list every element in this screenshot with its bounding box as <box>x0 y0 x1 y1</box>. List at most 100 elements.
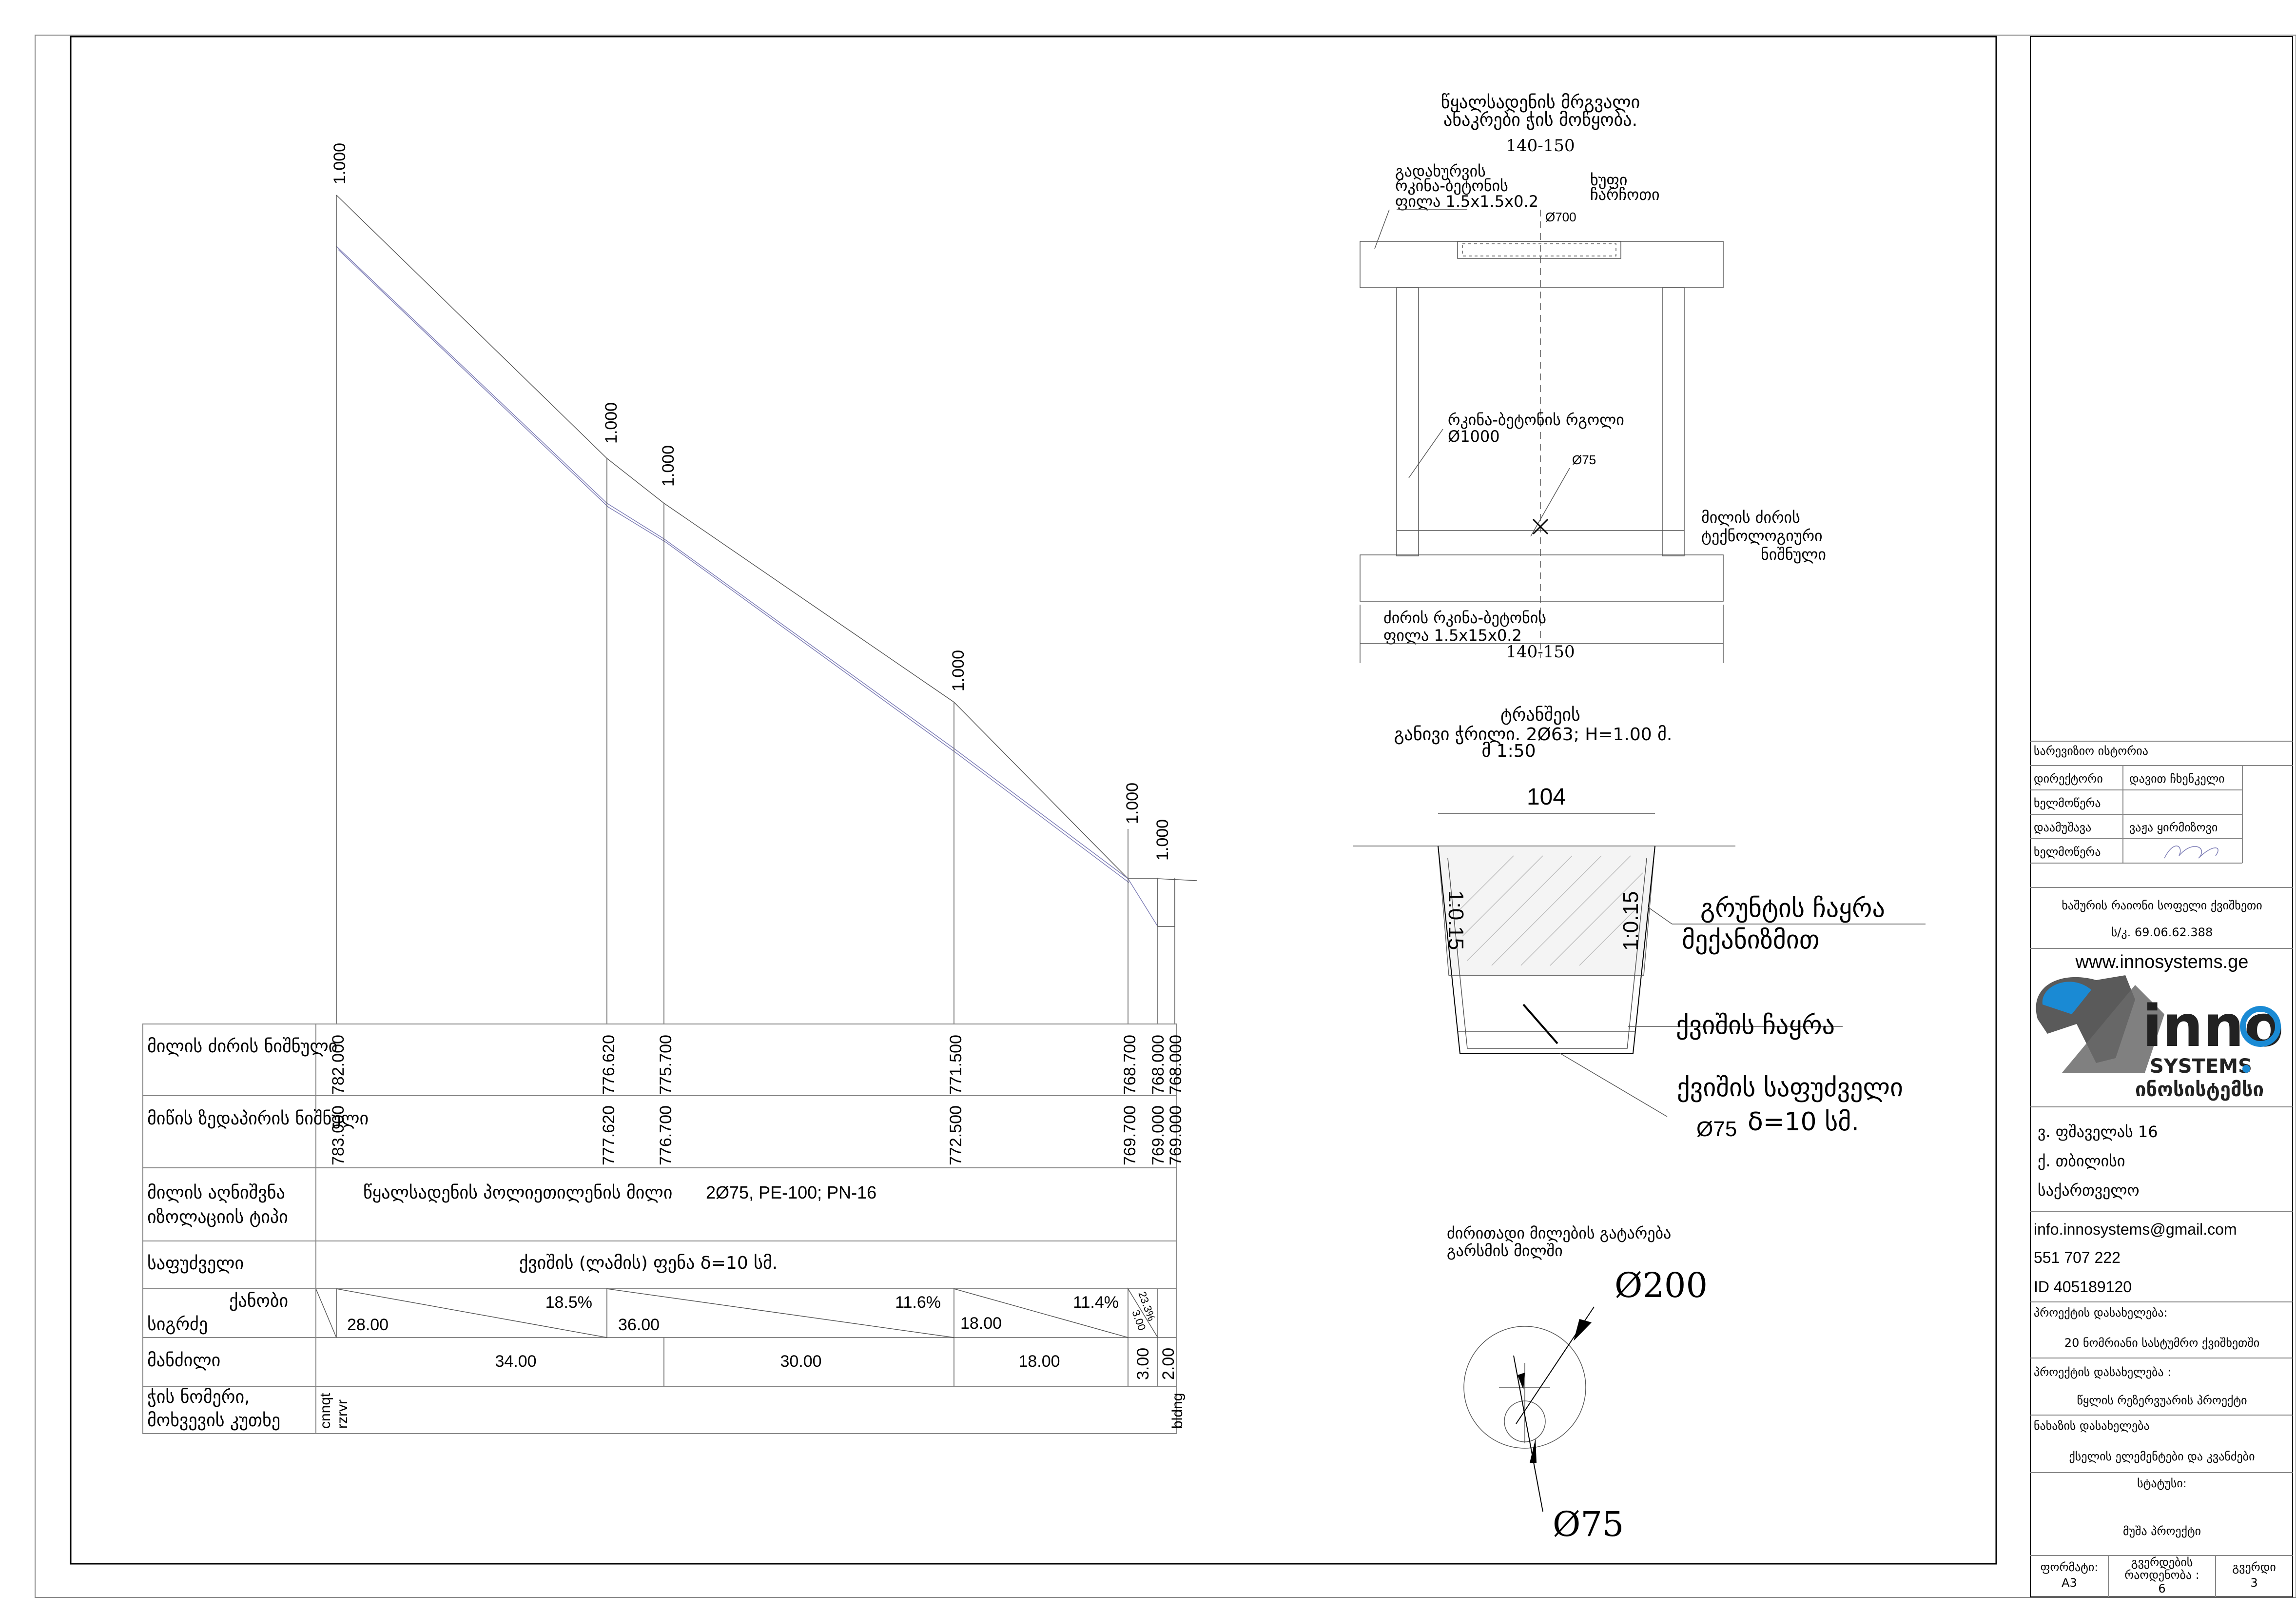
logo-dot <box>2242 1065 2250 1073</box>
slope-left: 1:0.15 <box>1444 890 1468 950</box>
logo-o <box>2240 1006 2281 1047</box>
slope-diagram <box>336 1287 1158 1338</box>
distance-value: 18.00 <box>1018 1352 1060 1371</box>
ring-wall-left <box>1396 287 1419 556</box>
hatch-stroke <box>1579 906 1638 966</box>
ground-value: 776.700 <box>657 1105 675 1165</box>
bottom-label-3: ნიშნული <box>1761 545 1826 564</box>
trench-title-2: განივი ჭრილი. 2Ø63; H=1.00 მ. <box>1394 725 1673 745</box>
slope-diagonal <box>315 1288 337 1338</box>
casing-outer-dia: Ø200 <box>1615 1265 1708 1305</box>
row-label-line: მილის ძირის ნიშნული <box>147 1037 337 1057</box>
sand-delta: δ=10 სმ. <box>1748 1107 1859 1137</box>
slope-len: 28.00 <box>347 1316 389 1334</box>
sheets-label-2: რაოდენობა : <box>2124 1568 2199 1582</box>
hatch-stroke <box>1520 855 1631 966</box>
row-label-distance: მანძილი <box>147 1351 220 1371</box>
project-label-1: პროექტის დასახელება: <box>2034 1306 2168 1319</box>
logo-arrow <box>2062 985 2164 1073</box>
leader-line <box>1408 429 1443 478</box>
leader-line <box>1559 1053 1668 1117</box>
pipe-bottom-value: 775.700 <box>657 1035 675 1095</box>
sand-base-label: ქვიშის საფუძველი <box>1677 1073 1903 1102</box>
base-label-1: ძირის რკინა-ბეტონის <box>1383 609 1546 627</box>
director-name: დავით ჩხენკელი <box>2129 772 2225 786</box>
dim-arrow <box>1530 1438 1537 1463</box>
trench-outline <box>1438 846 1655 1054</box>
signature <box>2164 846 2218 859</box>
format-label: ფორმატი: <box>2041 1560 2099 1574</box>
bottom-slab <box>1360 554 1724 602</box>
row-label-pipe-desc-1: მილის აღნიშვნა <box>147 1183 285 1203</box>
dim-leader <box>1513 1355 1543 1512</box>
drawing-label: ნახაზის დასახელება <box>2034 1419 2150 1433</box>
ground-value: 777.620 <box>600 1105 618 1165</box>
slope-label: 1.000 <box>949 650 968 691</box>
slope-right: 1:0.15 <box>1619 891 1643 951</box>
slope-len: 18.00 <box>960 1314 1002 1333</box>
ground-value: 769.700 <box>1121 1105 1139 1165</box>
well-start-2: rzrvr <box>334 1399 350 1429</box>
slope-pct: 18.5% <box>545 1293 592 1312</box>
trench-width: 104 <box>1527 784 1566 810</box>
hatch-label-2: ჩარჩოთი <box>1590 185 1660 204</box>
revision-title: სარევიზიო ისტორია <box>2034 744 2148 758</box>
slope-pct: 11.6% <box>895 1293 941 1312</box>
trench-pipe-dia: Ø75 <box>1696 1117 1737 1141</box>
casing-pipe <box>1463 1326 1586 1449</box>
hatch-cover <box>1462 243 1616 256</box>
signature-label: ხელმოწერა <box>2034 796 2101 810</box>
profile-table: მილის ძირის ნიშნული მიწის ზედაპირის ნიშნ… <box>142 1024 1186 1434</box>
hatch-frame <box>1457 241 1621 259</box>
address-3: საქართველო <box>2038 1181 2140 1200</box>
distance-value: 34.00 <box>495 1352 536 1371</box>
row-label-slope-2: სიგრძე <box>147 1315 208 1335</box>
logo-gear <box>2042 982 2091 1014</box>
slab-label-1: გადახურვის <box>1395 162 1486 180</box>
dim-arrow <box>1574 1319 1592 1341</box>
pipe-dia-label: Ø75 <box>1572 453 1596 467</box>
page: 3 <box>2250 1576 2257 1590</box>
row-label-base: საფუძველი <box>147 1254 244 1274</box>
pipe-bottom-value: 782.000 <box>329 1035 348 1095</box>
hatch-label-1: ხუფი <box>1590 171 1627 189</box>
title-block: სარევიზიო ისტორია დირექტორი დავით ჩხენკე… <box>2030 741 2293 1597</box>
slope-label: 1.000 <box>331 143 349 184</box>
ring-wall-right <box>1662 287 1685 556</box>
pipe-bottom-value: 768.000 <box>1167 1035 1185 1095</box>
distance-value: 3.00 <box>1134 1348 1152 1380</box>
ring-label-1: რკინა-ბეტონის რგოლი <box>1448 411 1624 429</box>
director-label: დირექტორი <box>2034 772 2103 786</box>
pipe-bottom-value: 776.620 <box>600 1035 618 1095</box>
trench-title-1: ტრანშეის <box>1500 705 1580 725</box>
hatch-dia: Ø700 <box>1545 210 1576 224</box>
well-start-1: cnnqt <box>317 1393 333 1429</box>
ground-value: 772.500 <box>947 1105 965 1165</box>
dim-arrow <box>1518 1373 1525 1390</box>
email: info.innosystems@gmail.com <box>2034 1220 2237 1238</box>
sheets: 6 <box>2158 1582 2165 1595</box>
hatch-stroke <box>1467 855 1573 961</box>
company-logo: inno SYSTEMS ინოსისტემსი <box>2036 975 2284 1101</box>
base-label-2: ფილა 1.5x15x0.2 <box>1383 626 1522 645</box>
top-slab <box>1360 241 1724 288</box>
pipe-mark <box>1532 518 1549 535</box>
row-label-pipe-bottom: მილის ძირის ნიშნული <box>147 1037 337 1057</box>
outer-frame <box>35 35 2296 1598</box>
designer-label: დაამუშავა <box>2034 821 2091 834</box>
pipe-description: წყალსადენის პოლიეთილენის მილი <box>363 1183 672 1203</box>
casing-title-1: ძირითადი მილების გატარება <box>1447 1224 1671 1242</box>
row-label-slope-1: ქანობი <box>229 1291 288 1311</box>
well-dim-top: 140-150 <box>1506 136 1575 156</box>
hatch-stroke <box>1462 855 1543 937</box>
project-label-2: პროექტის დასახელება : <box>2034 1365 2171 1379</box>
well-title-2: ანაკრები ჭის მოწყობა. <box>1443 110 1637 130</box>
slope-label: 1.000 <box>659 445 678 487</box>
well-title-1: წყალსადენის მრგვალი <box>1441 93 1640 113</box>
casing-title-2: გარსმის მილში <box>1447 1241 1563 1260</box>
drawing-frame <box>70 36 1997 1565</box>
company-id: ID 405189120 <box>2034 1278 2132 1296</box>
distance-value: 30.00 <box>780 1352 821 1371</box>
project-name-2: წყლის რეზერვუარის პროექტი <box>2077 1394 2247 1407</box>
slab-label-3: ფილა 1.5x1.5x0.2 <box>1395 192 1538 211</box>
